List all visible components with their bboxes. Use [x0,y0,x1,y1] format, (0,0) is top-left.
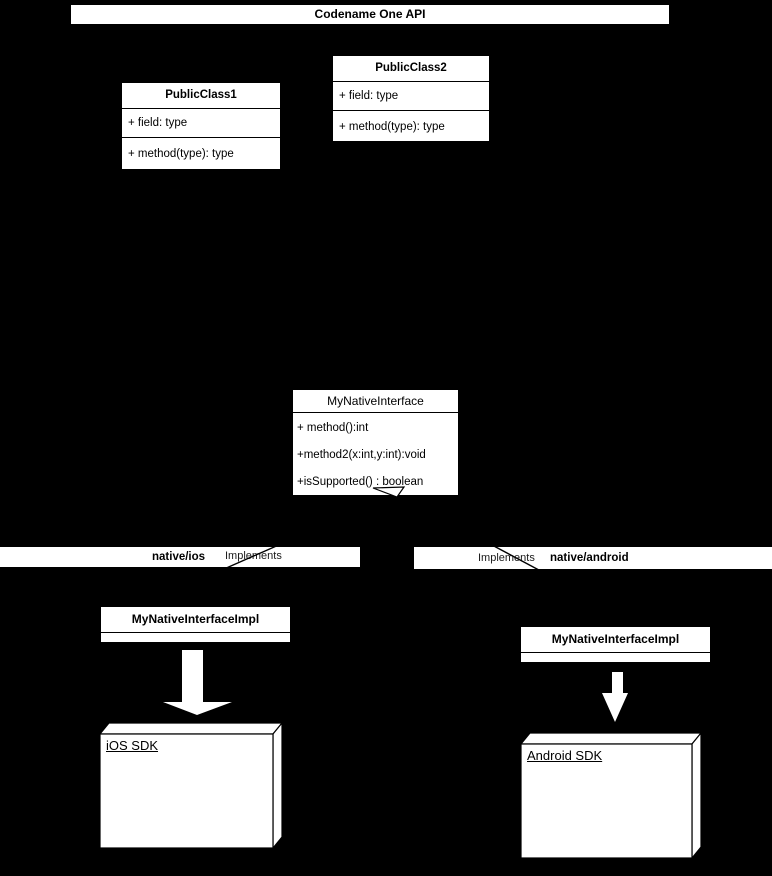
section-title-ios: native/ios [152,551,206,563]
class-member: + method(type): type [339,120,445,133]
node-side-face [691,731,702,860]
section-bar-native-android: Implements native/android [413,546,772,570]
implements-label-android: Implements [478,552,535,564]
class-box-mynativeinterface: MyNativeInterface + method():int +method… [291,388,460,497]
section-bar-native-ios: native/ios Implements [0,546,361,568]
class-name: MyNativeInterface [293,390,458,413]
class-name: MyNativeInterfaceImpl [521,627,710,653]
down-arrow-icon-ios [163,650,232,715]
ios-sdk-label: iOS SDK [106,738,159,753]
class-box-publicclass2: PublicClass2 + field: type + method(type… [332,55,490,142]
class-box-impl-android: MyNativeInterfaceImpl [520,626,711,663]
class-member: + field: type [333,82,489,111]
interface-method: + method():int [297,422,369,434]
class-name: MyNativeInterfaceImpl [101,607,290,633]
class-member: + field: type [122,109,280,138]
interface-method: +method2(x:int,y:int):void [297,449,426,461]
interface-method: +isSupported() : boolean [297,476,424,488]
interface-methods: + method():int +method2(x:int,y:int):voi… [293,413,458,496]
class-box-impl-ios: MyNativeInterfaceImpl [100,606,291,643]
class-name: PublicClass2 [333,56,489,82]
class-name: PublicClass1 [122,83,280,109]
node-top-face [519,732,703,745]
node-top-face [98,722,284,735]
class-box-publicclass1: PublicClass1 + field: type + method(type… [121,82,281,170]
implements-label-ios: Implements [225,550,282,562]
class-member: + method(type): type [128,147,234,160]
class-empty-compartment [101,633,290,643]
class-empty-compartment [521,653,710,663]
api-title: Codename One API [314,7,426,21]
api-title-bar: Codename One API [70,4,670,25]
android-sdk-label: Android SDK [527,748,603,763]
node-side-face [272,721,283,850]
down-arrow-icon-android [602,672,628,722]
section-title-android: native/android [550,552,629,564]
